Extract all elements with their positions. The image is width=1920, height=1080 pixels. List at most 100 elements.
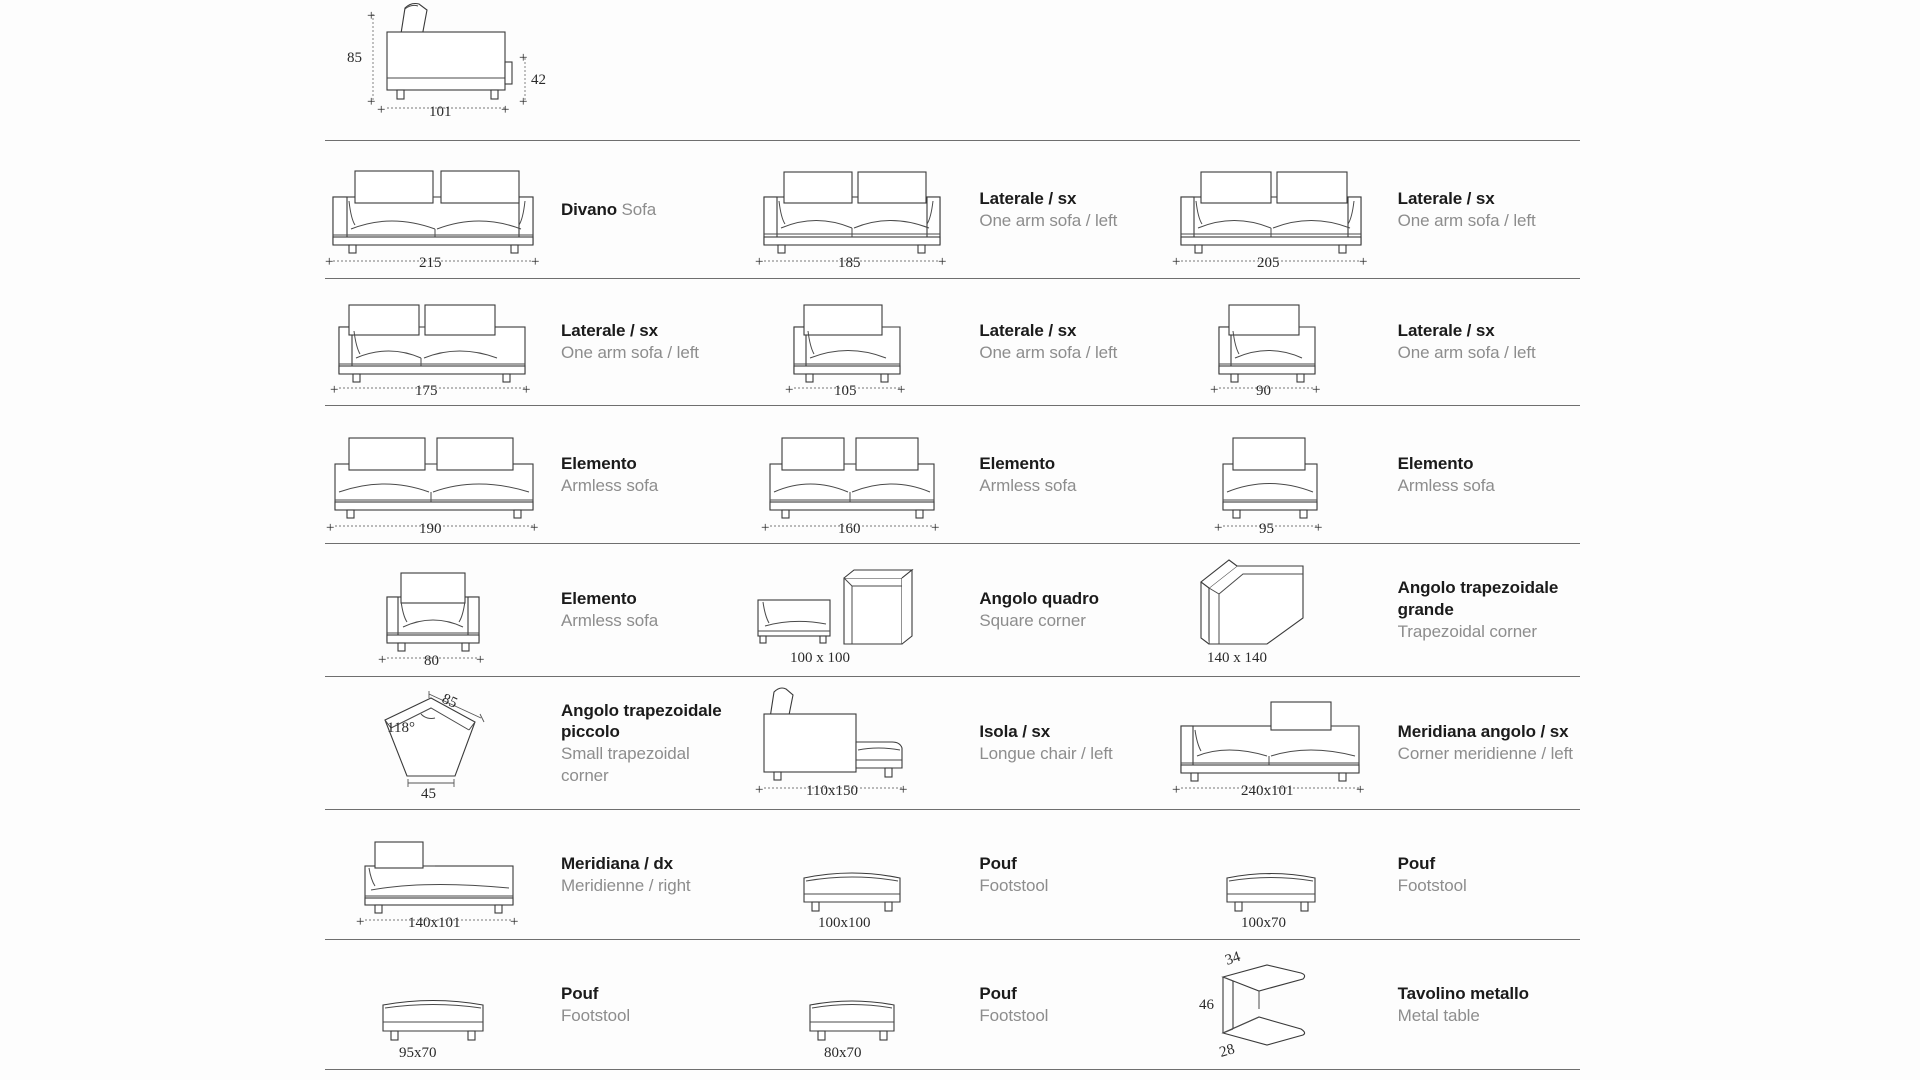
product-name-en: Sofa xyxy=(621,199,657,219)
product-name-it: Elemento xyxy=(1397,453,1474,473)
product-name-it: Laterale / sx xyxy=(1397,188,1495,208)
product-cell[interactable]: + + 95 Elemento Armless sofa xyxy=(1162,406,1580,543)
svg-text:+: + xyxy=(531,254,539,269)
product-cell[interactable]: + + 190 Elemento Armless sofa xyxy=(325,406,743,543)
dimension-label: 160 xyxy=(838,521,861,534)
svg-text:+: + xyxy=(476,652,484,668)
svg-text:+: + xyxy=(501,102,509,118)
svg-text:+: + xyxy=(899,782,907,798)
product-name-it: Angolo quadro xyxy=(979,589,1099,609)
product-name-en: Footstool xyxy=(1397,875,1467,895)
product-drawing: + + 105 xyxy=(743,287,961,397)
dimension-label: 110x150 xyxy=(806,783,858,799)
product-cell[interactable]: + + 215 Divano Sofa xyxy=(325,141,743,278)
product-labels: Elemento Armless sofa xyxy=(543,453,743,497)
product-labels: Meridiana angolo / sx Corner meridienne … xyxy=(1380,721,1580,765)
product-cell[interactable]: + + 105 Laterale / sx One arm sofa / lef… xyxy=(743,279,1161,405)
product-name-en: Armless sofa xyxy=(561,475,659,495)
product-name-en: Metal table xyxy=(1397,1005,1480,1025)
dimension-label: 80x70 xyxy=(824,1045,862,1061)
product-name-en: Small trapezoidal corner xyxy=(561,744,690,785)
table-row: 85 118° 45 Angolo trapezoidale piccolo S… xyxy=(325,676,1580,809)
plus-mark: + xyxy=(367,94,375,110)
product-labels: Elemento Armless sofa xyxy=(543,588,743,632)
dimension-label: 105 xyxy=(834,383,857,397)
product-cell[interactable]: + + 185 Laterale / sx One arm sofa / lef… xyxy=(743,141,1161,278)
svg-text:+: + xyxy=(330,382,338,397)
annotation-top: 85 xyxy=(439,691,459,712)
annotation-bottom: 28 xyxy=(1217,1041,1236,1061)
product-name-it: Pouf xyxy=(979,853,1017,873)
dimension-label: 95x70 xyxy=(399,1045,437,1061)
sofa-side-view-drawing: 85 + + + + 42 + + 101 xyxy=(347,2,546,120)
table-row: 95x70 Pouf Footstool 80x70 xyxy=(325,939,1580,1070)
svg-text:+: + xyxy=(1172,782,1180,798)
dimension-label: 215 xyxy=(419,255,442,269)
product-drawing: + + 90 xyxy=(1162,287,1380,397)
product-cell[interactable]: 95x70 Pouf Footstool xyxy=(325,940,743,1069)
svg-text:+: + xyxy=(326,520,334,534)
svg-text:+: + xyxy=(1356,782,1364,798)
product-cell[interactable]: + + 240x101 Meridiana angolo / sx Corner… xyxy=(1162,677,1580,809)
product-cell[interactable]: 100 x 100 Angolo quadro Square corner xyxy=(743,544,1161,676)
dimension-label: 185 xyxy=(838,255,861,269)
svg-text:+: + xyxy=(785,382,793,397)
top-depth-label: 101 xyxy=(429,104,452,120)
svg-text:+: + xyxy=(1312,382,1320,397)
product-labels: Tavolino metallo Metal table xyxy=(1380,983,1580,1027)
product-cell[interactable]: 34 46 28 Tavolino metallo Metal table xyxy=(1162,940,1580,1069)
product-cell[interactable]: 100x100 Pouf Footstool xyxy=(743,810,1161,939)
table-row: + + 190 Elemento Armless sofa xyxy=(325,405,1580,543)
svg-text:+: + xyxy=(377,102,385,118)
product-drawing: + + 160 xyxy=(743,416,961,534)
dimension-label: 100x70 xyxy=(1241,915,1286,931)
product-name-it: Meridiana angolo / sx xyxy=(1397,722,1569,742)
product-labels: Isola / sx Longue chair / left xyxy=(961,721,1161,765)
product-drawing: + + 215 xyxy=(325,151,543,269)
product-cell[interactable]: 140 x 140 Angolo trapezoidale grande Tra… xyxy=(1162,544,1580,676)
product-name-it: Pouf xyxy=(979,983,1017,1003)
product-cell[interactable]: 85 118° 45 Angolo trapezoidale piccolo S… xyxy=(325,677,743,809)
product-labels: Divano Sofa xyxy=(543,199,743,221)
product-labels: Pouf Footstool xyxy=(1380,853,1580,897)
product-cell[interactable]: + + 205 Laterale / sx One arm sofa / lef… xyxy=(1162,141,1580,278)
product-drawing: 95x70 xyxy=(325,947,543,1063)
product-cell[interactable]: + + 90 Laterale / sx One arm sofa / left xyxy=(1162,279,1580,405)
product-labels: Laterale / sx One arm sofa / left xyxy=(961,320,1161,364)
product-name-it: Elemento xyxy=(979,453,1056,473)
product-name-it: Meridiana / dx xyxy=(561,853,673,873)
product-name-it: Laterale / sx xyxy=(561,321,658,341)
product-drawing: 100x100 xyxy=(743,818,961,932)
dimension-label: 80 xyxy=(424,653,439,668)
product-cell[interactable]: 80x70 Pouf Footstool xyxy=(743,940,1161,1069)
product-name-en: Armless sofa xyxy=(979,475,1077,495)
product-cell[interactable]: + + 175 Laterale / sx One arm sofa / lef… xyxy=(325,279,743,405)
product-name-en: One arm sofa / left xyxy=(1397,210,1536,230)
svg-text:+: + xyxy=(761,520,769,534)
plus-mark: + xyxy=(367,8,375,24)
svg-text:+: + xyxy=(510,914,518,930)
annotation-angle: 118° xyxy=(387,720,415,736)
dimension-label: 95 xyxy=(1259,521,1274,534)
svg-text:+: + xyxy=(1314,520,1322,534)
product-name-en: Trapezoidal corner xyxy=(1397,621,1537,641)
svg-text:+: + xyxy=(931,520,939,534)
product-drawing: + + 95 xyxy=(1162,416,1380,534)
product-labels: Laterale / sx One arm sofa / left xyxy=(1380,320,1580,364)
product-drawing: 100 x 100 xyxy=(743,552,961,668)
svg-text:+: + xyxy=(519,50,527,66)
product-labels: Meridiana / dx Meridienne / right xyxy=(543,853,743,897)
dimension-label: 240x101 xyxy=(1241,783,1294,799)
top-seat-height-label: 42 xyxy=(531,72,546,88)
svg-text:+: + xyxy=(1172,254,1180,269)
product-cell[interactable]: + + 140x101 Meridiana / dx Meridienne / … xyxy=(325,810,743,939)
product-drawing: 85 118° 45 xyxy=(325,684,543,802)
product-name-it: Isola / sx xyxy=(979,722,1051,742)
product-cell[interactable]: + + 160 Elemento Armless sofa xyxy=(743,406,1161,543)
product-cell[interactable]: + + 110x150 Isola / sx Longue chair / le… xyxy=(743,677,1161,809)
product-cell[interactable]: + + 80 Elemento Armless sofa xyxy=(325,544,743,676)
product-cell[interactable]: 100x70 Pouf Footstool xyxy=(1162,810,1580,939)
dimension-label: 140 x 140 xyxy=(1207,650,1267,666)
dimension-label: 140x101 xyxy=(408,915,461,931)
